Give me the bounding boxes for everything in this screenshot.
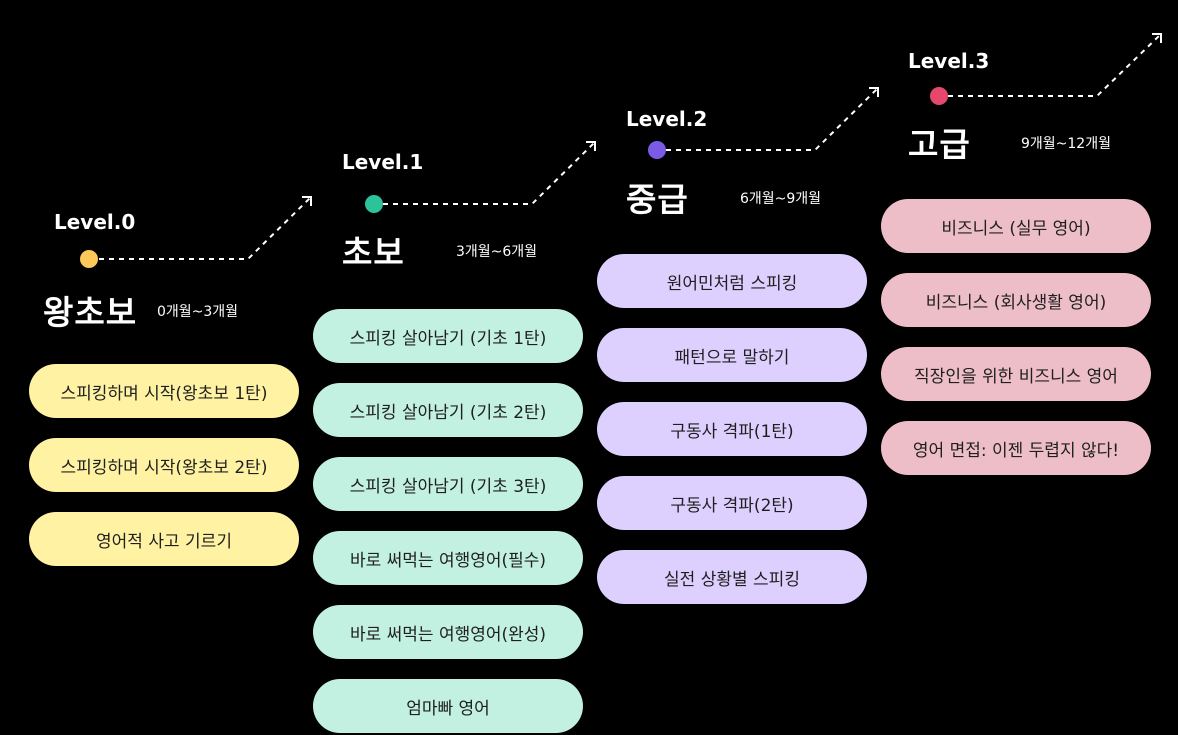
level1-duration: 3개월~6개월 [456,244,538,260]
level1-course-item[interactable]: 스피킹 살아남기 (기초 2탄) [313,383,583,437]
level0-course-item[interactable]: 영어적 사고 기르기 [29,512,299,566]
level2-course-item[interactable]: 실전 상황별 스피킹 [597,550,867,604]
level3-duration: 9개월~12개월 [1021,136,1111,152]
level2-course-item[interactable]: 구동사 격파(2탄) [597,476,867,530]
level1-course-item[interactable]: 바로 써먹는 여행영어(완성) [313,605,583,659]
level0-duration: 0개월~3개월 [157,304,239,320]
level3-course-item[interactable]: 비즈니스 (회사생활 영어) [881,273,1151,327]
level2-course-item[interactable]: 구동사 격파(1탄) [597,402,867,456]
level1-label: Level.1 [342,150,424,174]
level2-duration: 6개월~9개월 [740,191,822,207]
level1-title: 초보 [342,233,405,272]
level3-course-item[interactable]: 영어 면접: 이젠 두렵지 않다! [881,421,1151,475]
level3-course-item[interactable]: 직장인을 위한 비즈니스 영어 [881,347,1151,401]
arrow-head-level3-icon [1152,33,1162,43]
level3-course-item[interactable]: 비즈니스 (실무 영어) [881,199,1151,253]
arrow-head-level1-icon [586,141,596,151]
level2-label: Level.2 [626,107,708,131]
level0-course-item[interactable]: 스피킹하며 시작(왕초보 2탄) [29,438,299,492]
level1-course-item[interactable]: 스피킹 살아남기 (기초 3탄) [313,457,583,511]
level2-title: 중급 [626,180,689,219]
level1-course-item[interactable]: 스피킹 살아남기 (기초 1탄) [313,309,583,363]
level1-course-item[interactable]: 엄마빠 영어 [313,679,583,733]
level1-dot [365,195,383,213]
level3-title: 고급 [908,125,971,164]
level2-dot [648,141,666,159]
arrow-head-level0-icon [302,196,312,206]
arrow-head-level2-icon [869,87,879,97]
level0-title: 왕초보 [43,293,138,332]
level3-label: Level.3 [908,49,990,73]
level0-dot [80,250,98,268]
level1-course-item[interactable]: 바로 써먹는 여행영어(필수) [313,531,583,585]
level0-course-item[interactable]: 스피킹하며 시작(왕초보 1탄) [29,364,299,418]
level2-course-item[interactable]: 원어민처럼 스피킹 [597,254,867,308]
level2-course-item[interactable]: 패턴으로 말하기 [597,328,867,382]
level0-label: Level.0 [54,210,136,234]
level3-dot [930,87,948,105]
